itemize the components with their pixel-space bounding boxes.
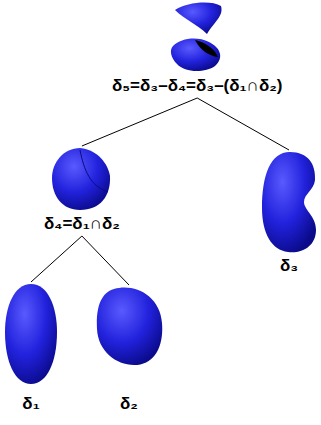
csg-node: δ₅=δ₃–δ₄=δ₃–(δ₁∩δ₂) xyxy=(110,0,284,96)
node-label: δ₄=δ₁∩δ₂ xyxy=(42,214,122,234)
primitive-solid xyxy=(260,150,318,254)
difference-solid xyxy=(167,0,227,74)
node-label: δ₁ xyxy=(20,394,41,414)
tree-connector xyxy=(82,98,197,146)
node-label: δ₅=δ₃–δ₄=δ₃–(δ₁∩δ₂) xyxy=(110,76,284,96)
tree-connector xyxy=(82,236,129,285)
intersection-solid xyxy=(50,146,114,212)
csg-node: δ₃ xyxy=(260,150,318,276)
node-label: δ₃ xyxy=(278,256,300,276)
primitive-solid xyxy=(94,285,164,367)
tree-connector xyxy=(197,98,289,150)
tree-connector xyxy=(31,236,82,282)
primitive-solid xyxy=(3,282,59,386)
node-label: δ₂ xyxy=(118,394,140,414)
csg-node: δ₂ xyxy=(94,285,164,414)
csg-node: δ₁ xyxy=(3,282,59,414)
csg-node: δ₄=δ₁∩δ₂ xyxy=(42,146,122,234)
